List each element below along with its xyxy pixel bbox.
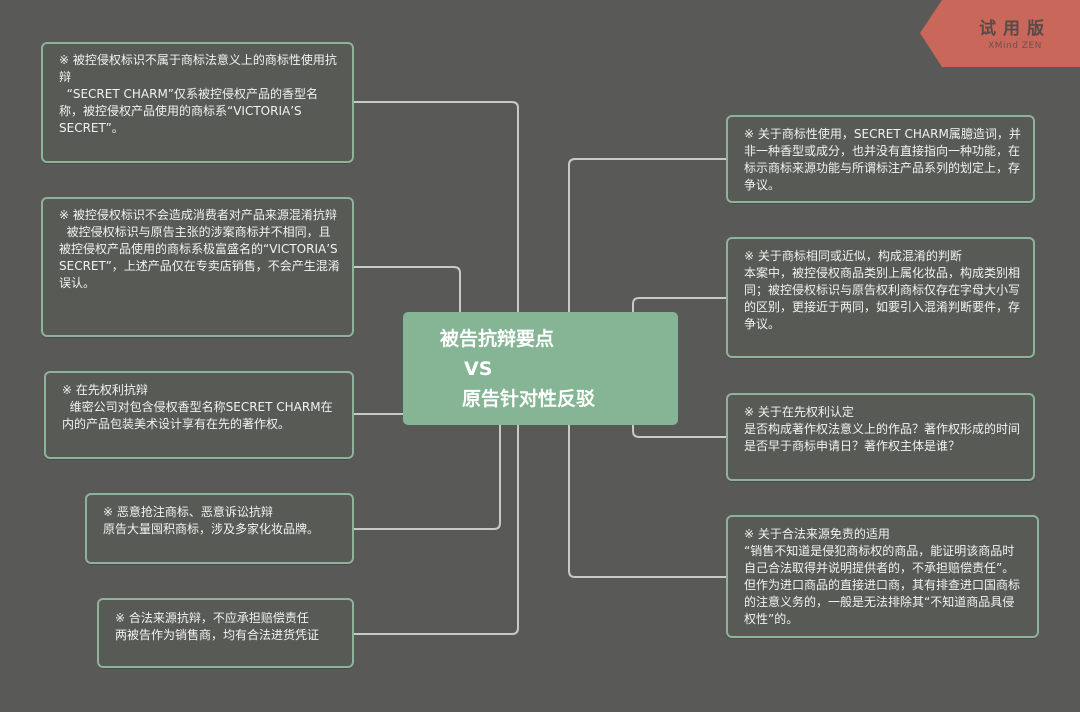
central-topic[interactable]: 被告抗辩要点 VS 原告针对性反驳 [403,312,678,425]
topic-body: 原告大量囤积商标，涉及多家化妆品牌。 [103,522,320,536]
topic-body: 被控侵权标识与原告主张的涉案商标并不相同，且被控侵权产品使用的商标系极富盛名的“… [59,225,342,290]
topic-title: ※ 关于商标性使用，SECRET CHARM属臆造词，并非一种香型或成分，也并没… [744,127,1021,192]
topic-title: ※ 关于商标相同或近似，构成混淆的判断 [744,249,962,263]
topic-title: ※ 在先权利抗辩 [62,383,148,397]
central-topic-line3: 原告针对性反驳 [462,388,596,410]
topic-body: 维密公司对包含侵权香型名称SECRET CHARM在内的产品包装美术设计享有在先… [62,400,333,431]
topic-body: 是否构成著作权法意义上的作品？著作权形成的时间是否早于商标申请日？著作权主体是谁… [744,422,1021,453]
topic-defense-legal-source[interactable]: ※ 合法来源抗辩，不应承担赔偿责任 两被告作为销售商，均有合法进货凭证 [97,598,354,668]
topic-rebuttal-similarity-confusion[interactable]: ※ 关于商标相同或近似，构成混淆的判断 本案中，被控侵权商品类别上属化妆品，构成… [726,237,1035,358]
topic-body: 两被告作为销售商，均有合法进货凭证 [115,628,320,642]
topic-title: ※ 被控侵权标识不属于商标法意义上的商标性使用抗辩 [59,53,337,84]
ribbon-shape-icon [920,0,1080,67]
trial-watermark-badge: 试用版 XMind ZEN [920,0,1080,67]
topic-title: ※ 关于在先权利认定 [744,405,854,419]
trial-sub-label: XMind ZEN [988,41,1042,51]
central-topic-line1: 被告抗辩要点 [440,328,555,350]
topic-body: “销售不知道是侵犯商标权的商品，能证明该商品时自己合法取得并说明提供者的，不承担… [744,544,1021,626]
topic-defense-prior-right[interactable]: ※ 在先权利抗辩 维密公司对包含侵权香型名称SECRET CHARM在内的产品包… [44,371,354,459]
topic-rebuttal-trademark-use[interactable]: ※ 关于商标性使用，SECRET CHARM属臆造词，并非一种香型或成分，也并没… [726,115,1035,203]
topic-defense-non-trademark-use[interactable]: ※ 被控侵权标识不属于商标法意义上的商标性使用抗辩 “SECRET CHARM”… [41,42,354,163]
topic-title: ※ 合法来源抗辩，不应承担赔偿责任 [115,611,309,625]
topic-rebuttal-prior-right[interactable]: ※ 关于在先权利认定 是否构成著作权法意义上的作品？著作权形成的时间是否早于商标… [726,393,1035,481]
topic-body: 本案中，被控侵权商品类别上属化妆品，构成类别相同；被控侵权标识与原告权利商标仅存… [744,266,1021,331]
central-topic-vs: VS [464,358,493,380]
topic-defense-no-confusion[interactable]: ※ 被控侵权标识不会造成消费者对产品来源混淆抗辩 被控侵权标识与原告主张的涉案商… [41,197,354,337]
topic-title: ※ 被控侵权标识不会造成消费者对产品来源混淆抗辩 [59,208,337,222]
trial-label: 试用版 [979,19,1051,39]
topic-title: ※ 关于合法来源免责的适用 [744,527,890,541]
topic-rebuttal-legal-source-exemption[interactable]: ※ 关于合法来源免责的适用 “销售不知道是侵犯商标权的商品，能证明该商品时自己合… [726,515,1039,638]
topic-title: ※ 恶意抢注商标、恶意诉讼抗辩 [103,505,273,519]
topic-defense-malicious-registration[interactable]: ※ 恶意抢注商标、恶意诉讼抗辩 原告大量囤积商标，涉及多家化妆品牌。 [85,493,354,564]
topic-body: “SECRET CHARM”仅系被控侵权产品的香型名称，被控侵权产品使用的商标系… [59,87,319,135]
